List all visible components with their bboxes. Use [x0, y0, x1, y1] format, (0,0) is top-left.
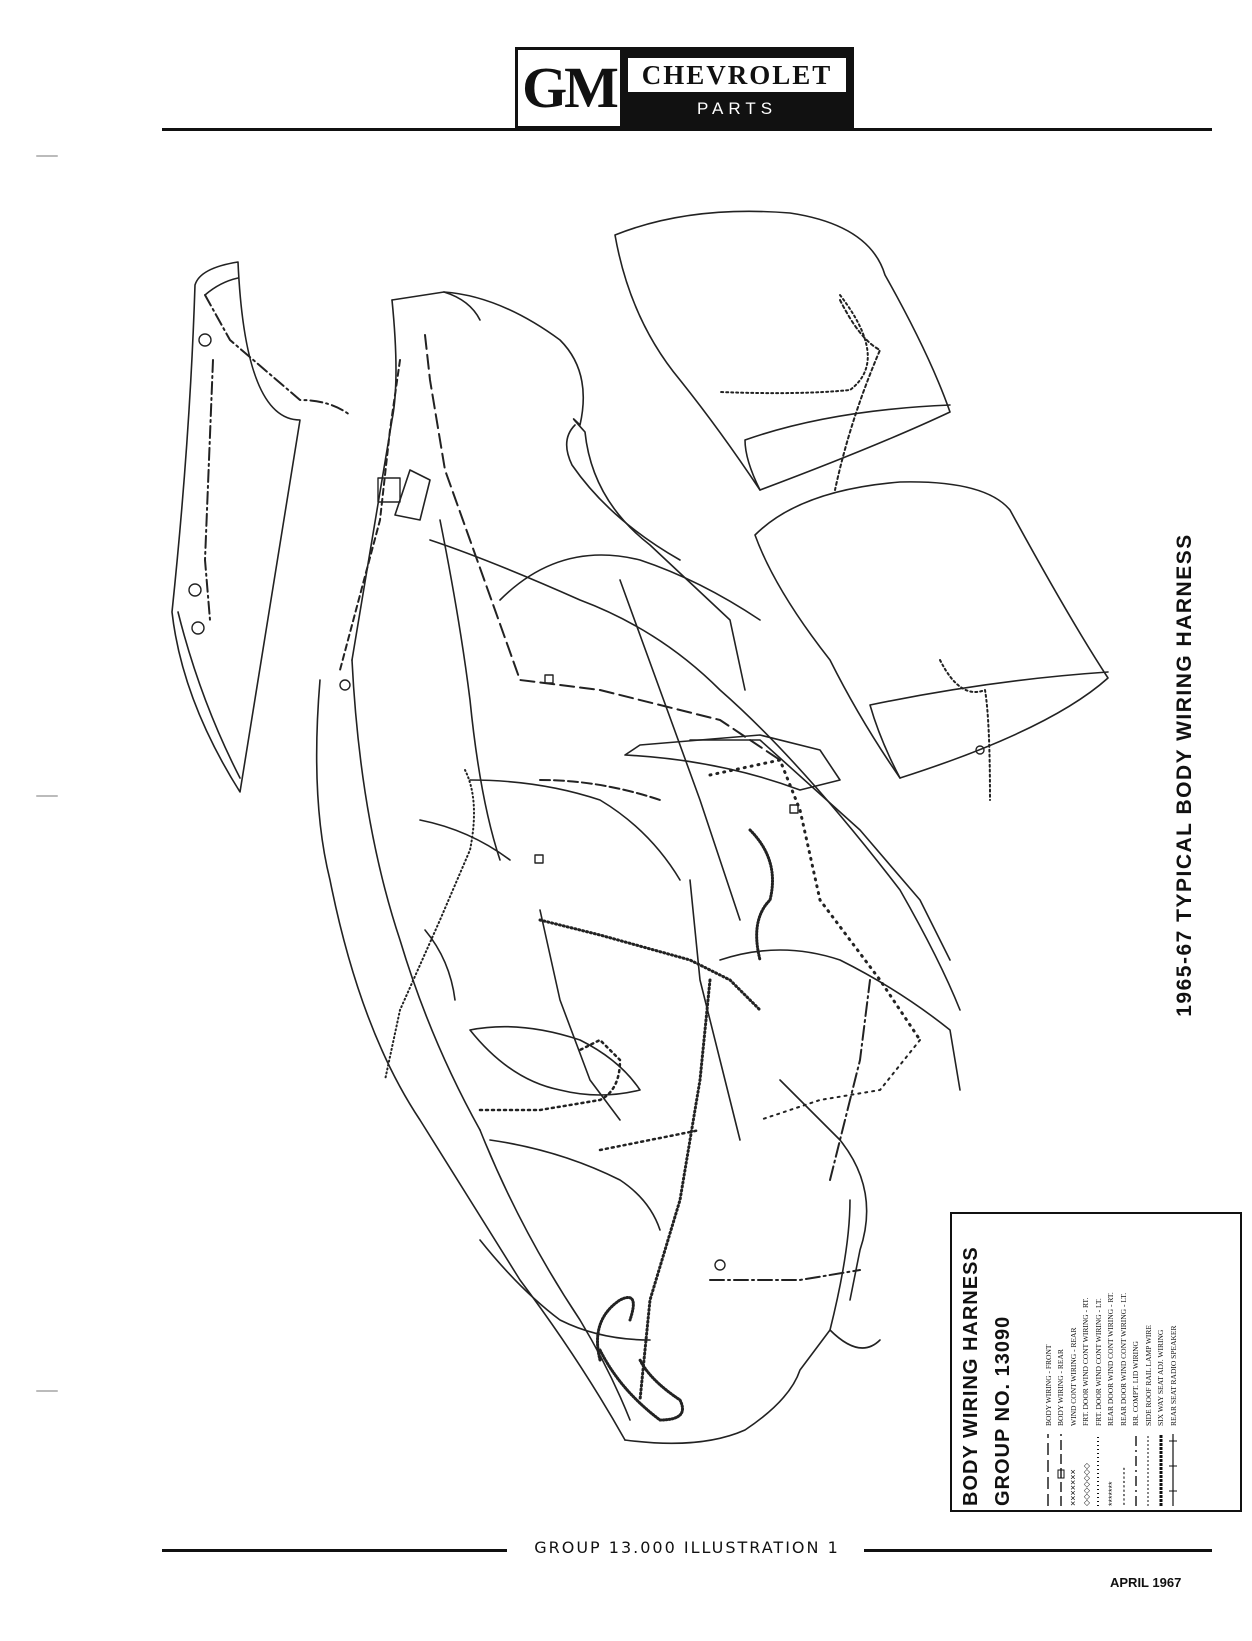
legend-row-label: WIND CONT WIRING - REAR: [1068, 1327, 1078, 1426]
legend-row: RR. COMPT. LID WIRING: [1130, 1216, 1143, 1506]
legend-row: BODY WIRING - FRONT: [1042, 1216, 1055, 1506]
body-shell: [315, 519, 961, 1445]
logo-make: CHEVROLET: [628, 58, 846, 92]
illustration-title: 1965-67 TYPICAL BODY WIRING HARNESS: [1173, 533, 1196, 1017]
footer-date: APRIL 1967: [1110, 1575, 1182, 1590]
svg-text:◇◇◇◇◇◇◇: ◇◇◇◇◇◇◇: [1082, 1462, 1090, 1506]
footer-rule-right: [864, 1549, 1212, 1552]
legend-group-number: GROUP NO. 13090: [992, 1315, 1014, 1506]
legend-row: ××××××× WIND CONT WIRING - REAR: [1067, 1216, 1080, 1506]
wiring-runs: [204, 294, 991, 1422]
svg-text:∘∘∘∘∘∘∘∘∘: ∘∘∘∘∘∘∘∘∘: [1121, 1467, 1127, 1506]
trunk-lid-panel: [171, 261, 301, 793]
seat-bottom-cushion: [754, 481, 1109, 779]
legend-row-label: SIDE ROOF RAIL LAMP WIRE: [1143, 1325, 1153, 1426]
punch-hole-mark: [36, 1390, 58, 1392]
legend-title: BODY WIRING HARNESS: [960, 1246, 982, 1506]
legend-row: SIX WAY SEAT ADJ. WIRING: [1155, 1216, 1168, 1506]
legend-row: REAR SEAT RADIO SPEAKER: [1167, 1216, 1180, 1506]
legend-row-label: RR. COMPT. LID WIRING: [1131, 1341, 1141, 1426]
rear-deck-body: [351, 291, 746, 691]
legend-row-label: BODY WIRING - REAR: [1056, 1349, 1066, 1426]
legend-row-label: REAR SEAT RADIO SPEAKER: [1168, 1325, 1178, 1427]
svg-text:*******: *******: [1107, 1481, 1115, 1506]
legend-row: ∘∘∘∘∘∘∘∘∘ REAR DOOR WIND CONT WIRING - LT…: [1117, 1216, 1130, 1506]
gm-chevrolet-logo: GM CHEVROLET PARTS CATALOGUE: [515, 47, 854, 144]
harness-connectors: [188, 333, 985, 1271]
svg-text:×××××××: ×××××××: [1069, 1469, 1077, 1506]
legend-row-label: SIX WAY SEAT ADJ. WIRING: [1156, 1329, 1166, 1426]
header-rule: [162, 128, 1212, 131]
legend-row-label: FRT. DOOR WIND CONT WIRING - RT.: [1081, 1297, 1091, 1426]
legend-line-symbol: [1097, 1434, 1100, 1506]
legend-line-symbol: [1159, 1434, 1163, 1506]
legend-line-symbol: [1135, 1434, 1137, 1506]
legend-row: SIDE ROOF RAIL LAMP WIRE: [1142, 1216, 1155, 1506]
punch-hole-mark: [36, 795, 58, 797]
legend-row-label: REAR DOOR WIND CONT WIRING - RT.: [1106, 1292, 1116, 1426]
legend-line-symbol: [1169, 1434, 1178, 1506]
legend-row: BODY WIRING - REAR: [1055, 1216, 1068, 1506]
footer-rule-left: [162, 1549, 507, 1552]
legend-row: ******* REAR DOOR WIND CONT WIRING - RT.: [1105, 1216, 1118, 1506]
legend-line-symbol: ×××××××: [1069, 1469, 1077, 1506]
seat-back-cushion: [614, 210, 951, 491]
legend-line-symbol: [1057, 1434, 1065, 1506]
legend-rotated: BODY WIRING HARNESS GROUP NO. 13090 BODY…: [952, 1214, 1244, 1514]
legend-line-symbol: *******: [1107, 1481, 1115, 1506]
legend-row: FRT. DOOR WIND CONT WIRING - LT.: [1092, 1216, 1105, 1506]
legend-row-label: REAR DOOR WIND CONT WIRING - LT.: [1118, 1292, 1128, 1426]
legend-row: ◇◇◇◇◇◇◇ FRT. DOOR WIND CONT WIRING - RT.: [1080, 1216, 1093, 1506]
legend-line-symbol: [1147, 1434, 1149, 1506]
legend-line-symbol: [1047, 1434, 1049, 1506]
legend-row-label: BODY WIRING - FRONT: [1043, 1344, 1053, 1426]
legend-box: BODY WIRING HARNESS GROUP NO. 13090 BODY…: [950, 1212, 1242, 1512]
punch-hole-mark: [36, 155, 58, 157]
legend-line-symbol: ∘∘∘∘∘∘∘∘∘: [1121, 1467, 1127, 1506]
logo-gm: GM: [518, 50, 620, 126]
legend-row-label: FRT. DOOR WIND CONT WIRING - LT.: [1093, 1298, 1103, 1426]
footer-caption: GROUP 13.000 ILLUSTRATION 1: [534, 1538, 840, 1557]
legend-line-symbol: ◇◇◇◇◇◇◇: [1082, 1462, 1090, 1506]
